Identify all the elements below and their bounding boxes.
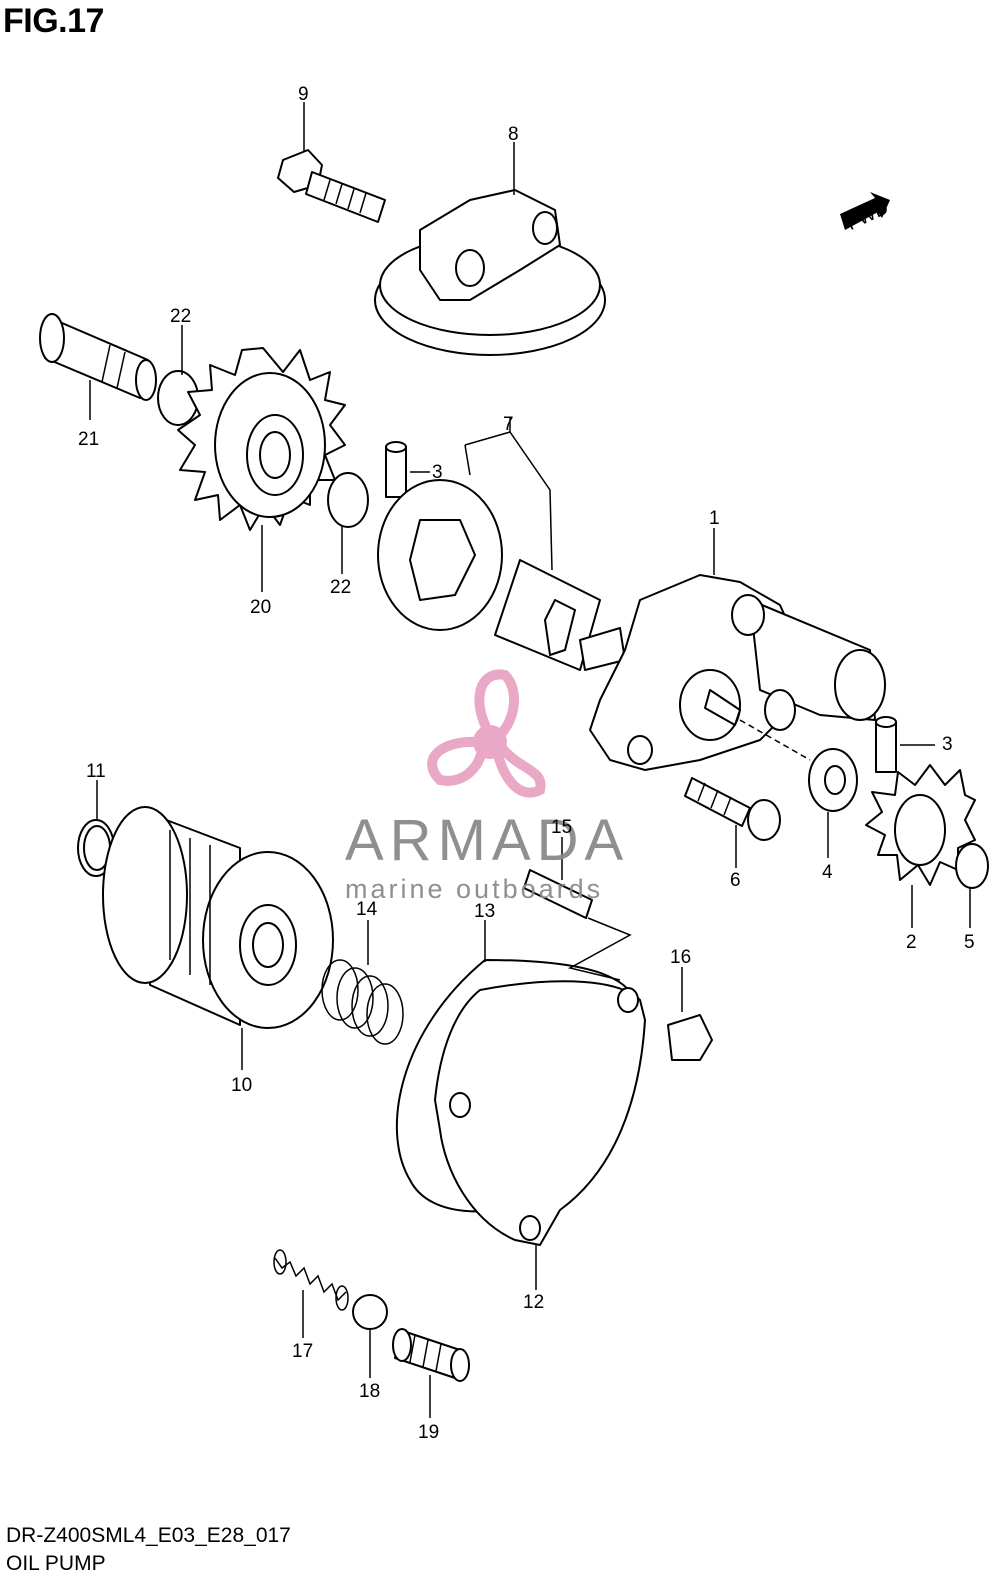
figure-code: DR-Z400SML4_E03_E28_017 <box>6 1524 291 1547</box>
fwd-arrow-icon: FWD <box>840 192 892 235</box>
watermark-brand: ARMADA <box>345 808 629 873</box>
callout-22-upper: 22 <box>170 306 191 327</box>
callout-9: 9 <box>298 84 309 105</box>
figure-title: FIG.17 <box>3 2 104 40</box>
callout-8: 8 <box>508 124 519 145</box>
callout-6: 6 <box>730 870 741 891</box>
part-3-pin-right[interactable] <box>875 716 897 773</box>
callout-4: 4 <box>822 862 833 883</box>
part-7-inner-rotor[interactable] <box>494 559 601 671</box>
part-18-ball[interactable] <box>352 1294 388 1330</box>
propeller-logo-icon <box>427 669 546 798</box>
part-5-circlip[interactable] <box>955 843 989 889</box>
part-16-cap-nut[interactable] <box>667 1014 713 1061</box>
part-1-pump-body[interactable] <box>579 574 886 771</box>
callout-17: 17 <box>292 1341 313 1362</box>
callout-19: 19 <box>418 1422 439 1443</box>
callout-3-upper: 3 <box>432 462 443 483</box>
part-22-circlip-lower[interactable] <box>327 472 369 528</box>
callout-16: 16 <box>670 947 691 968</box>
part-12-filter-cover[interactable] <box>434 980 646 1246</box>
callout-1: 1 <box>709 508 720 529</box>
callout-11: 11 <box>86 761 106 782</box>
callout-21: 21 <box>78 429 99 450</box>
callout-5: 5 <box>964 932 975 953</box>
callout-2: 2 <box>906 932 917 953</box>
watermark-tagline: marine outboards <box>345 874 603 904</box>
callout-15: 15 <box>551 817 572 838</box>
callout-7: 7 <box>503 414 514 435</box>
part-19-plug[interactable] <box>392 1328 470 1382</box>
part-17-spring[interactable] <box>273 1249 349 1311</box>
callout-13: 13 <box>474 901 495 922</box>
figure-name: OIL PUMP <box>6 1552 106 1575</box>
part-20-gear[interactable] <box>177 347 346 531</box>
part-15-pin[interactable] <box>523 869 593 919</box>
callout-12: 12 <box>523 1292 544 1313</box>
watermark: ARMADA marine outboards <box>345 669 629 904</box>
leader-lines <box>89 102 971 1418</box>
part-8-cap[interactable] <box>374 189 606 356</box>
part-10-oil-filter[interactable] <box>102 806 334 1029</box>
callout-18: 18 <box>359 1381 380 1402</box>
part-6-screw[interactable] <box>684 777 781 841</box>
callout-numbers: 1 2 3 3 4 5 6 7 8 9 10 11 12 13 14 15 16… <box>78 84 975 1443</box>
part-3-pin-upper[interactable] <box>385 441 407 498</box>
part-14-spring[interactable] <box>321 959 404 1045</box>
callout-20: 20 <box>250 597 271 618</box>
part-21-shaft[interactable] <box>39 313 157 401</box>
part-4-washer[interactable] <box>808 748 858 812</box>
callout-3-right: 3 <box>942 734 953 755</box>
callout-10: 10 <box>231 1075 252 1096</box>
part-9-bolt[interactable] <box>277 149 386 223</box>
callout-22-lower: 22 <box>330 577 351 598</box>
part-7-rotor[interactable] <box>377 479 503 631</box>
callout-14: 14 <box>356 899 378 920</box>
part-2-small-gear[interactable] <box>865 764 976 886</box>
